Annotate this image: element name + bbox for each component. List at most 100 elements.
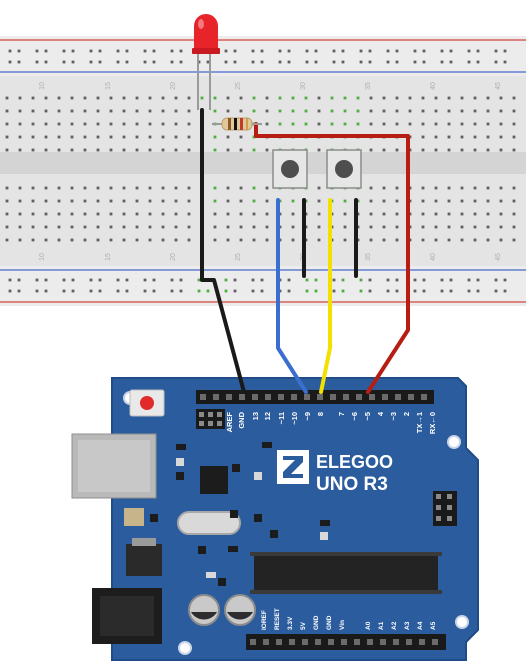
breadboard-hole: [161, 238, 165, 242]
breadboard-hole: [421, 212, 425, 216]
breadboard-hole: [233, 278, 237, 282]
breadboard-hole: [70, 186, 74, 190]
breadboard-hole: [98, 49, 102, 53]
header-pin: [419, 639, 425, 645]
breadboard-hole: [174, 212, 178, 216]
breadboard-hole: [304, 96, 308, 100]
breadboard-hole: [317, 122, 321, 126]
smd-parts: [150, 420, 330, 586]
breadboard-hole: [18, 199, 22, 203]
breadboard-hole: [460, 212, 464, 216]
breadboard-hole: [369, 148, 373, 152]
brand-name: ELEGOO: [316, 452, 393, 472]
breadboard-hole: [83, 225, 87, 229]
breadboard-hole: [467, 278, 471, 282]
breadboard-hole: [125, 278, 129, 282]
breadboard-hole: [116, 278, 120, 282]
breadboard-hole: [512, 96, 516, 100]
breadboard-holes: [5, 49, 516, 293]
breadboard-hole: [369, 109, 373, 113]
breadboard-hole: [96, 186, 100, 190]
pin-label: TX→1: [415, 412, 424, 433]
breadboard-hole: [226, 212, 230, 216]
breadboard-hole: [473, 122, 477, 126]
breadboard-hole: [265, 122, 269, 126]
breadboard-hole: [434, 186, 438, 190]
breadboard-hole: [317, 199, 321, 203]
header-pin: [263, 639, 269, 645]
breadboard-hole: [148, 186, 152, 190]
breadboard-hole: [44, 225, 48, 229]
breadboard-hole: [57, 212, 61, 216]
breadboard-hole: [57, 135, 61, 139]
breadboard-hole: [224, 289, 228, 293]
breadboard-hole: [368, 49, 372, 53]
breadboard-hole: [116, 49, 120, 53]
breadboard-hole: [440, 49, 444, 53]
breadboard-hole: [96, 135, 100, 139]
breadboard-hole: [356, 109, 360, 113]
icsp-pin: [217, 412, 222, 417]
header-pin: [408, 394, 414, 400]
breadboard-hole: [152, 289, 156, 293]
breadboard-hole: [440, 278, 444, 282]
breadboard-hole: [109, 199, 113, 203]
breadboard-hole: [473, 225, 477, 229]
breadboard-hole: [330, 122, 334, 126]
breadboard-hole: [213, 212, 217, 216]
header-pin: [367, 639, 373, 645]
header-pin: [276, 639, 282, 645]
breadboard-hole: [239, 186, 243, 190]
crystal-oscillator: [177, 511, 241, 535]
breadboard-hole: [278, 122, 282, 126]
breadboard-hole: [512, 122, 516, 126]
icsp-pin: [436, 516, 441, 521]
icsp-pin: [199, 412, 204, 417]
breadboard-hole: [170, 278, 174, 282]
icsp-pin: [436, 494, 441, 499]
breadboard-hole: [395, 278, 399, 282]
smd-component: [198, 546, 206, 554]
breadboard-hole: [341, 60, 345, 64]
breadboard-hole: [413, 60, 417, 64]
breadboard-hole: [421, 109, 425, 113]
digital-header: [196, 390, 434, 404]
breadboard-hole: [343, 109, 347, 113]
breadboard-hole: [260, 49, 264, 53]
breadboard-hole: [382, 96, 386, 100]
header-pin: [369, 394, 375, 400]
breadboard-hole: [96, 238, 100, 242]
breadboard-hole: [109, 135, 113, 139]
wires: [200, 108, 410, 394]
capacitor: [188, 594, 220, 626]
pin-label: 12: [263, 412, 272, 420]
breadboard-hole: [503, 278, 507, 282]
breadboard-hole: [494, 289, 498, 293]
breadboard-hole: [421, 186, 425, 190]
smd-component: [218, 578, 226, 586]
breadboard-hole: [8, 278, 12, 282]
breadboard-hole: [356, 96, 360, 100]
breadboard-hole: [83, 186, 87, 190]
breadboard-hole: [386, 49, 390, 53]
header-pin: [421, 394, 427, 400]
breadboard-hole: [18, 186, 22, 190]
breadboard-hole: [252, 199, 256, 203]
breadboard-hole: [233, 289, 237, 293]
col-num: 40: [430, 82, 437, 90]
header-pin: [213, 394, 219, 400]
breadboard-hole: [382, 199, 386, 203]
breadboard-hole: [317, 225, 321, 229]
breadboard-hole: [239, 225, 243, 229]
col-num: 40: [430, 253, 437, 261]
model-name: UNO R3: [316, 474, 388, 495]
breadboard-hole: [460, 238, 464, 242]
breadboard-hole: [109, 122, 113, 126]
breadboard-hole: [179, 278, 183, 282]
digital-pin-labels: AREF GND 13 12 ~11 ~10 ~9 8 7 ~6 ~5 4 ~3…: [225, 411, 437, 434]
breadboard-hole: [224, 49, 228, 53]
breadboard-hole: [486, 122, 490, 126]
breadboard-hole: [122, 148, 126, 152]
breadboard-hole: [421, 148, 425, 152]
breadboard-hole: [449, 49, 453, 53]
